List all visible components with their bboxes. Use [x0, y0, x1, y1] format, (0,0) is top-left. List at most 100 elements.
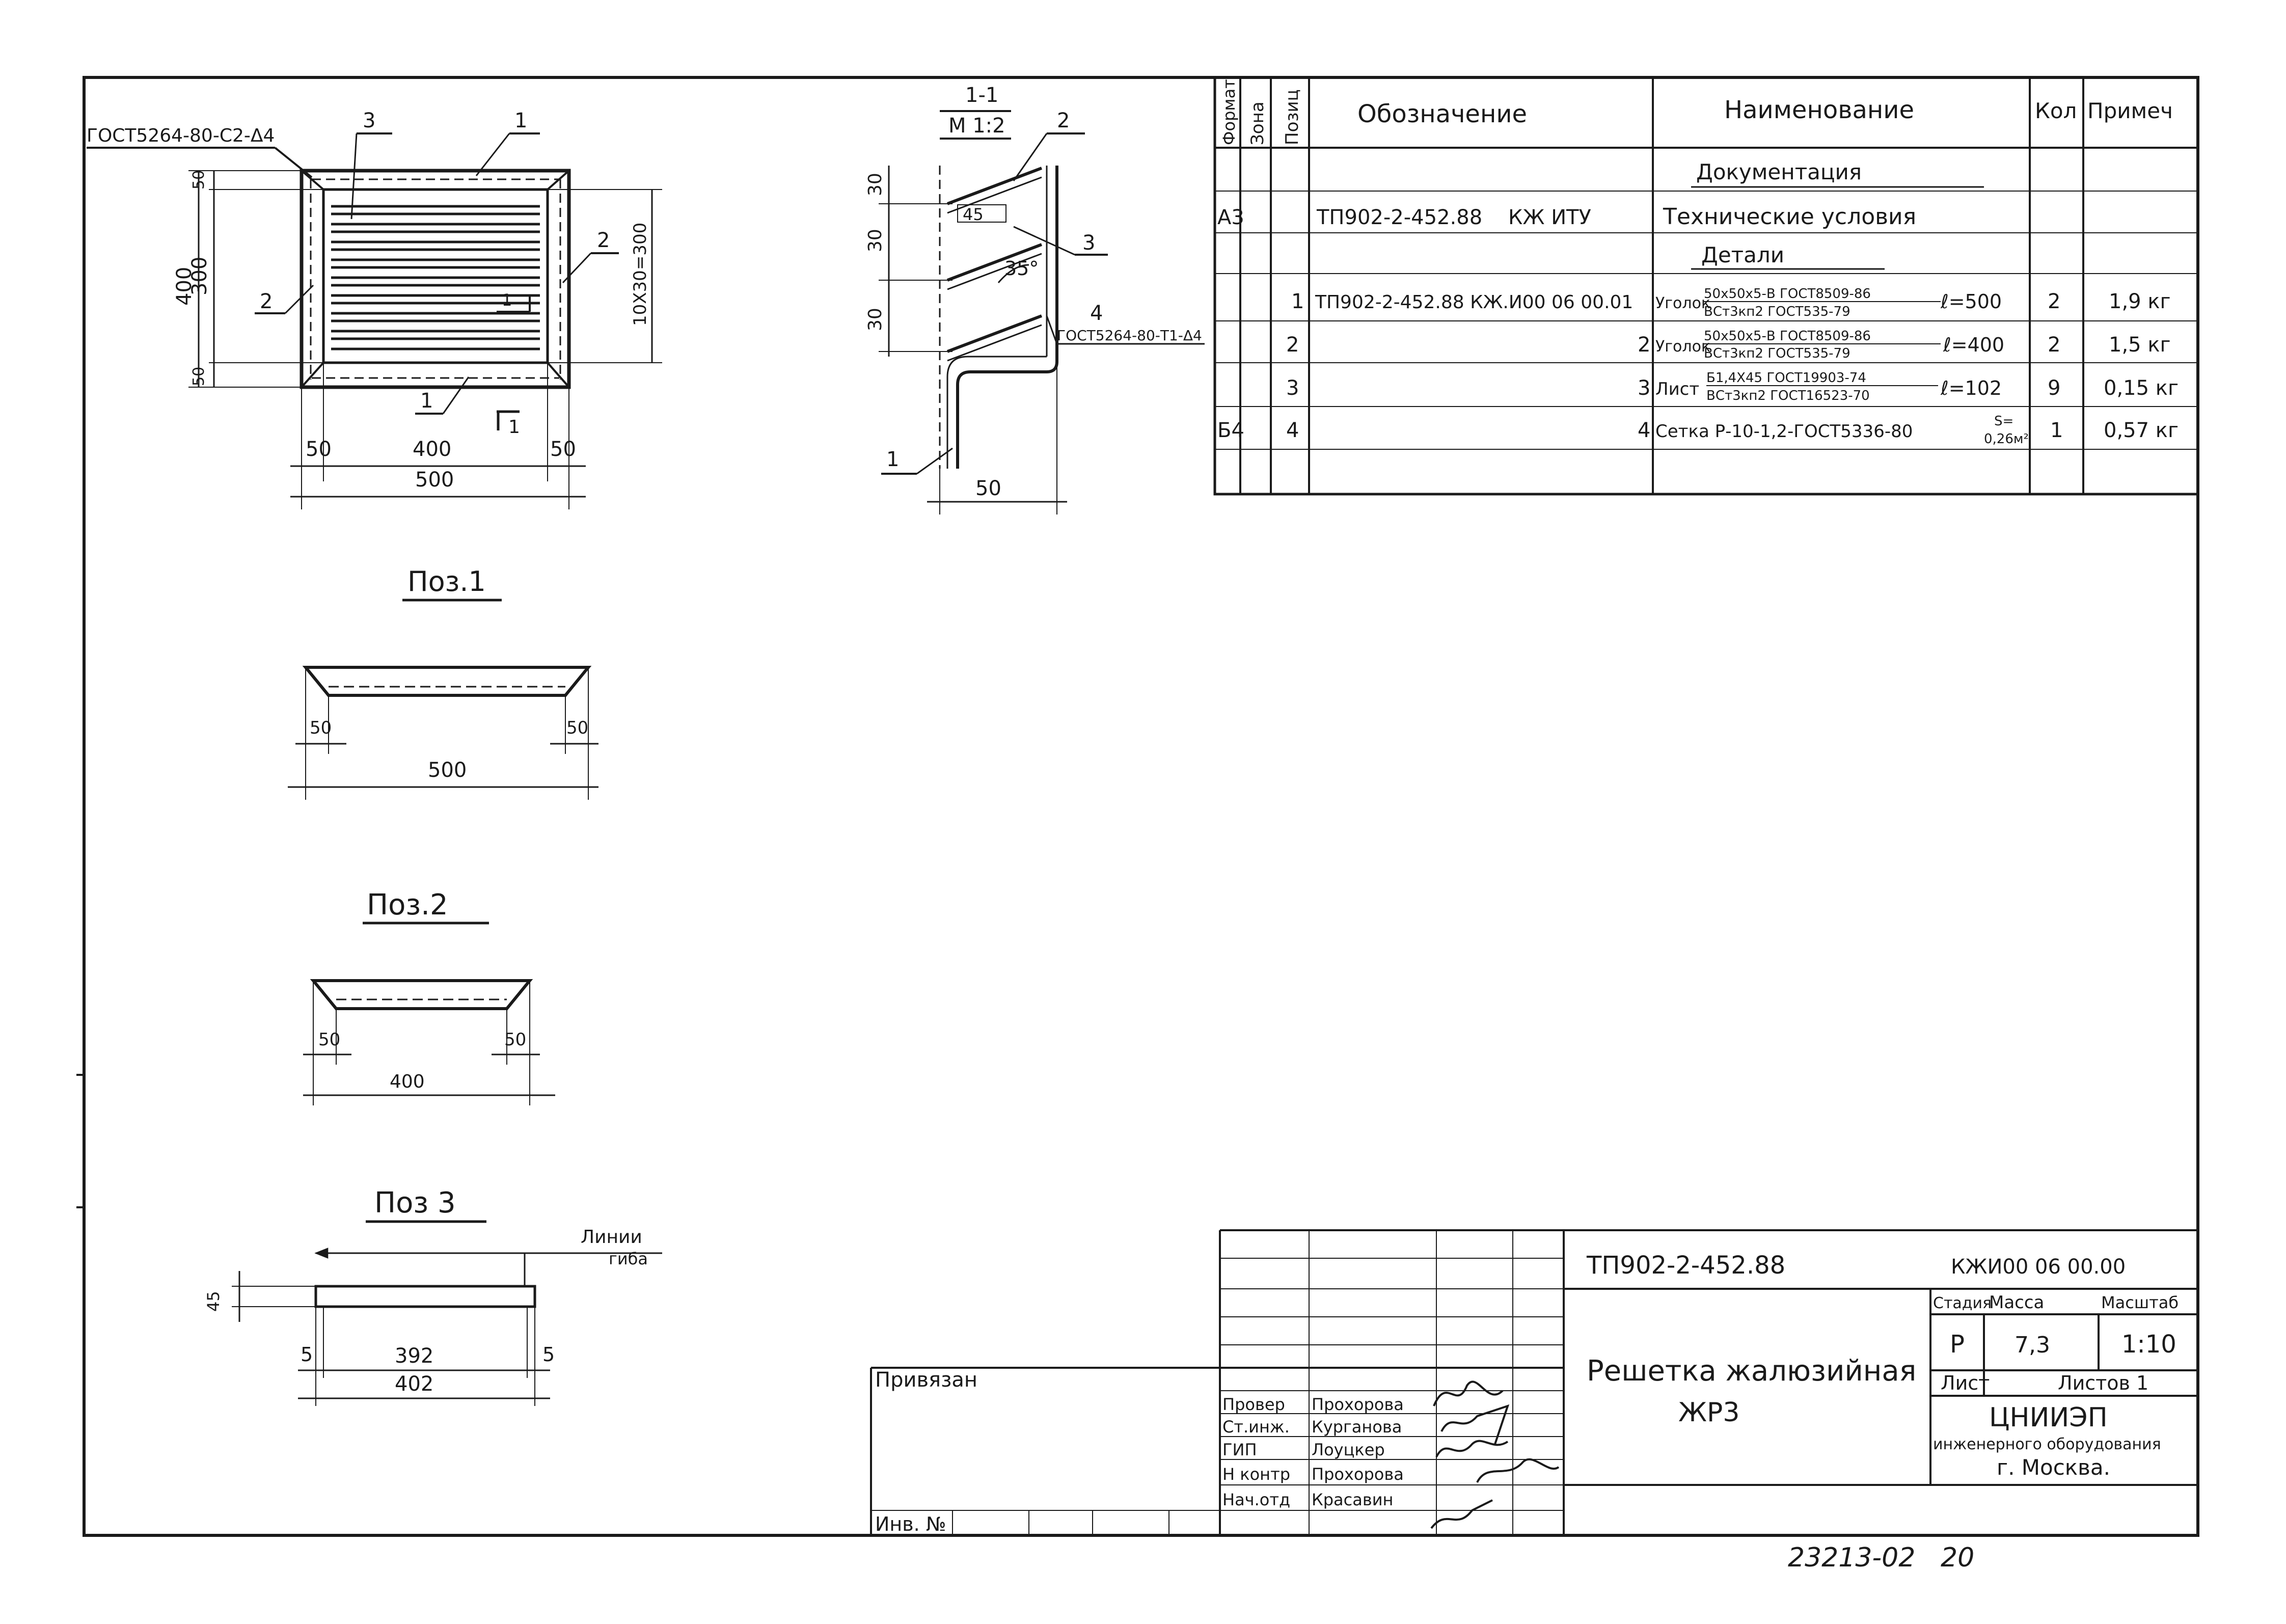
- svg-text:3: 3: [1638, 376, 1650, 400]
- svg-text:Сетка Р-10-1,2-ГОСТ5336-80: Сетка Р-10-1,2-ГОСТ5336-80: [1655, 421, 1913, 442]
- svg-text:ТП902-2-452.88 КЖ ИТУ: ТП902-2-452.88 КЖ ИТУ: [1316, 206, 1591, 229]
- svg-text:ВСт3кп2 ГОСТ535-79: ВСт3кп2 ГОСТ535-79: [1704, 304, 1850, 319]
- section-title: 1-1: [965, 84, 998, 107]
- sheet-label: Лист: [1941, 1372, 1990, 1394]
- slat-angle: 35°: [1004, 257, 1039, 280]
- org-subtitle: инженерного оборудования: [1933, 1436, 2161, 1453]
- dim-45: 45: [963, 205, 984, 224]
- drawing-title-2: ЖР3: [1678, 1397, 1739, 1428]
- spec-table: Формат Зона Позиц Обозначение Наименован…: [1213, 76, 2199, 496]
- svg-text:Технические условия: Технические условия: [1663, 204, 1916, 230]
- dim-right-50: 50: [550, 438, 576, 461]
- section-view: 1-1 М 1:2 45 35° 30 30 30 50: [865, 84, 1205, 515]
- svg-text:А3: А3: [1217, 206, 1244, 229]
- archive-number: 23213-02: [1788, 1542, 1915, 1573]
- svg-text:1: 1: [508, 417, 520, 438]
- pos3-dim-total: 402: [395, 1372, 433, 1396]
- doc-code: ТП902-2-452.88: [1586, 1251, 1785, 1280]
- pos2-detail: Поз.2 50 50 400: [303, 888, 555, 1105]
- scale-value: 1:10: [2121, 1330, 2176, 1359]
- svg-text:Уголок: Уголок: [1655, 294, 1710, 312]
- pos2-dim-left: 50: [318, 1030, 340, 1050]
- svg-text:ℓ=102: ℓ=102: [1940, 377, 2002, 399]
- col-header-qty: Кол: [2035, 98, 2077, 123]
- svg-text:2: 2: [1638, 333, 1650, 357]
- spec-row-1: 1 ТП902-2-452.88 КЖ.И00 06 00.01 Уголок …: [1291, 286, 2171, 319]
- svg-text:ℓ=400: ℓ=400: [1943, 334, 2004, 356]
- col-header-pos: Позиц: [1282, 89, 1302, 145]
- gost-weld-label: ГОСТ5264-80-С2-Δ4: [87, 125, 275, 146]
- pos1-dim-right: 50: [566, 718, 588, 738]
- svg-text:9: 9: [2048, 376, 2060, 400]
- pos1-detail: Поз.1 50 50 500: [288, 565, 598, 800]
- name-norm-control: Прохорова: [1312, 1465, 1404, 1484]
- col-header-format: Формат: [1219, 79, 1239, 145]
- svg-text:3: 3: [1286, 376, 1299, 400]
- col-header-zone: Зона: [1247, 101, 1268, 145]
- svg-text:1: 1: [2050, 419, 2063, 442]
- signatures: [1430, 1381, 1560, 1529]
- bend-label-1: Линии: [581, 1227, 642, 1248]
- role-dept-head: Нач.отд: [1222, 1490, 1290, 1509]
- svg-text:2: 2: [2048, 290, 2060, 313]
- role-list: Провер Прохорова Ст.инж. Курганова ГИП Л…: [1222, 1395, 1404, 1509]
- svg-text:0,57 кг: 0,57 кг: [2104, 419, 2179, 442]
- svg-text:0,15 кг: 0,15 кг: [2104, 376, 2179, 400]
- section-callout-3: 3: [1082, 231, 1095, 255]
- pos2-title: Поз.2: [367, 888, 448, 922]
- dim-pitch: 10Х30=300: [630, 223, 650, 326]
- callout-pos3: 3: [363, 109, 375, 132]
- svg-text:2: 2: [2048, 333, 2060, 357]
- dim-width-500: 500: [415, 468, 454, 492]
- dim-left-50: 50: [306, 438, 332, 461]
- louvre-slats: [331, 205, 540, 350]
- svg-text:0,26м²: 0,26м²: [1984, 431, 2029, 447]
- dim-bot-50: 50: [190, 367, 208, 386]
- dim-30-c: 30: [865, 308, 886, 331]
- dim-30-a: 30: [865, 173, 886, 196]
- section-documentation: Документация: [1696, 159, 1862, 184]
- dim-30-b: 30: [865, 229, 886, 252]
- role-senior-engineer: Ст.инж.: [1222, 1417, 1290, 1437]
- svg-text:Б1,4Х45 ГОСТ19903-74: Б1,4Х45 ГОСТ19903-74: [1706, 370, 1866, 386]
- dim-width-400: 400: [413, 438, 451, 461]
- svg-text:4: 4: [1638, 419, 1650, 442]
- bound-label: Привязан: [875, 1368, 977, 1392]
- sheet-frame: [76, 76, 2199, 1537]
- col-header-note: Примеч: [2087, 98, 2173, 123]
- section-details: Детали: [1701, 242, 1784, 267]
- pos2-dim-right: 50: [504, 1030, 526, 1050]
- dim-50-section: 50: [975, 477, 1001, 500]
- page-number: 20: [1941, 1542, 1974, 1573]
- dim-mid-300: 300: [188, 257, 211, 295]
- role-checker: Провер: [1222, 1395, 1285, 1414]
- section-mark: 1 1: [497, 290, 531, 438]
- drawing-title-1: Решетка жалюзийная: [1587, 1355, 1916, 1388]
- role-chief-engineer: ГИП: [1222, 1440, 1257, 1459]
- svg-text:2: 2: [1286, 333, 1299, 357]
- col-header-designation: Обозначение: [1357, 100, 1527, 128]
- name-chief-engineer: Лоуцкер: [1312, 1440, 1385, 1459]
- section-callout-1: 1: [886, 448, 899, 471]
- callout-pos1-top: 1: [514, 109, 527, 132]
- svg-text:ТП902-2-452.88 КЖ.И00 06 00.01: ТП902-2-452.88 КЖ.И00 06 00.01: [1315, 292, 1633, 313]
- pos1-dim-left: 50: [310, 718, 332, 738]
- pos3-dim-right: 5: [542, 1343, 555, 1366]
- spec-row-3: 3 3 Лист Б1,4Х45 ГОСТ19903-74 ВСт3кп2 ГО…: [1286, 370, 2179, 403]
- plan-dims-left: 400 50 300 50: [173, 170, 326, 388]
- svg-text:ВСт3кп2 ГОСТ16523-70: ВСт3кп2 ГОСТ16523-70: [1706, 388, 1870, 403]
- plan-dims-bottom: 50 400 50 500: [290, 363, 586, 509]
- svg-text:ВСт3кп2 ГОСТ535-79: ВСт3кп2 ГОСТ535-79: [1704, 346, 1850, 361]
- callout-pos2-left: 2: [260, 290, 273, 313]
- scale-label: Масштаб: [2101, 1293, 2179, 1312]
- stage-value: Р: [1950, 1330, 1965, 1359]
- inv-label: Инв. №: [875, 1513, 946, 1535]
- pos1-dim-total: 500: [428, 759, 467, 782]
- name-checker: Прохорова: [1312, 1395, 1404, 1414]
- name-dept-head: Красавин: [1312, 1490, 1393, 1509]
- spec-row-4: Б4 4 4 Сетка Р-10-1,2-ГОСТ5336-80 S= 0,2…: [1217, 414, 2179, 447]
- plan-dims-right: 10Х30=300: [545, 189, 662, 363]
- section-callout-4: 4: [1090, 302, 1103, 325]
- spec-row-2: 2 2 Уголок 50х50х5-В ГОСТ8509-86 ВСт3кп2…: [1286, 329, 2171, 361]
